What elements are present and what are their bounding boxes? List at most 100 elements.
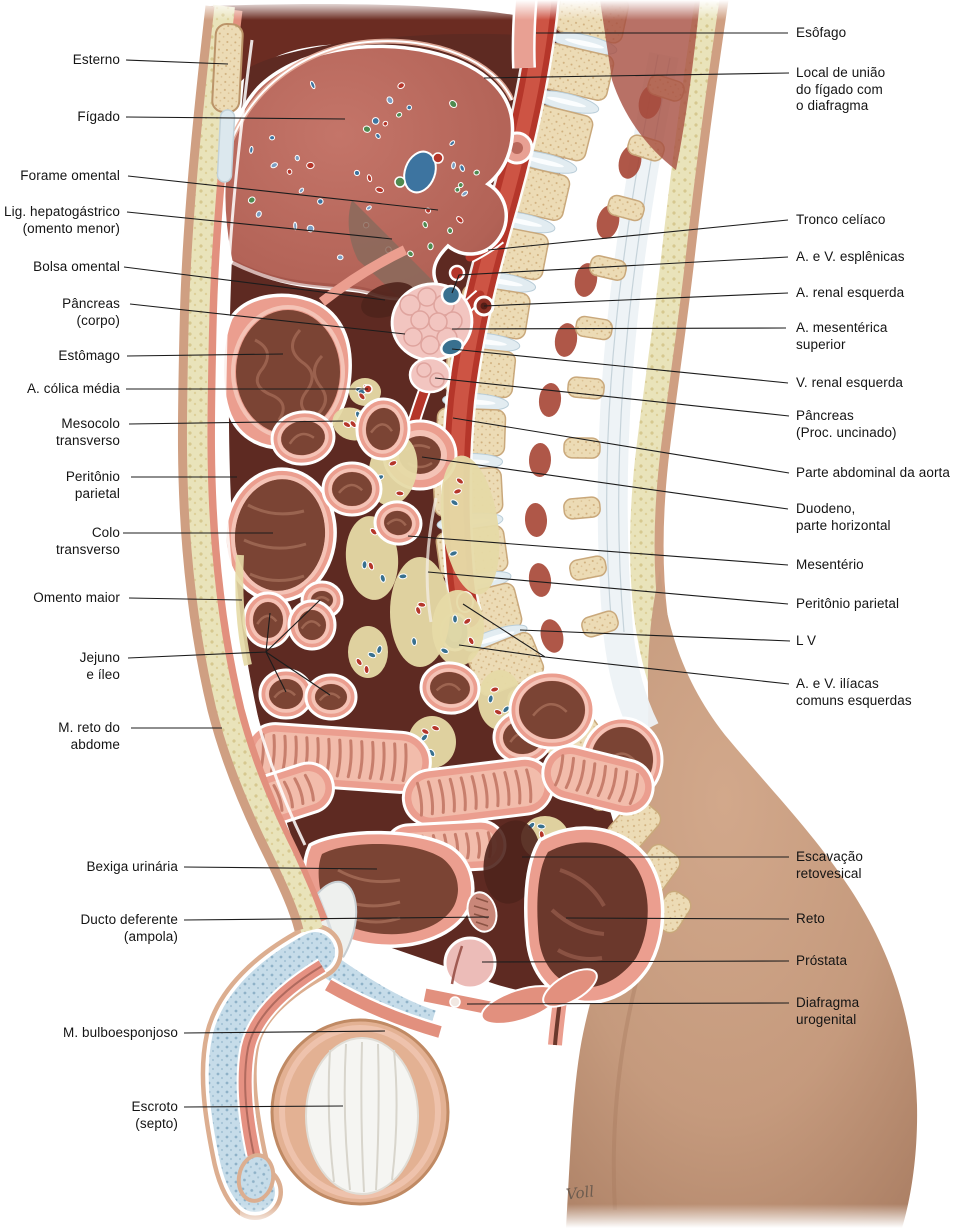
liver-vessel-dot <box>449 100 458 109</box>
label-right-3: A. e V. esplênicas <box>796 249 905 264</box>
ductus-deferens-ampulla <box>466 891 498 933</box>
label-right-2: Tronco celíaco <box>796 212 886 227</box>
label-right-5: A. mesentérica superior <box>796 320 888 352</box>
mesenteric-vessel <box>536 823 546 830</box>
liver-vessel-dot <box>396 111 403 118</box>
label-right-6: V. renal esquerda <box>796 375 904 390</box>
label-left-11: Omento maior <box>33 590 120 605</box>
mesenteric-vessel <box>361 560 368 570</box>
liver-vessel-dot <box>309 80 316 90</box>
liver-vessel-dot <box>422 221 428 229</box>
mesenteric-vessel <box>490 686 500 693</box>
liver-vessel-dot <box>353 169 361 177</box>
bowel-loop-longitudinal <box>541 744 655 816</box>
disc-highlight <box>564 38 605 49</box>
liver-vessel-dot <box>270 162 278 169</box>
diaphragm-line <box>219 40 513 181</box>
mesenteric-vessel <box>367 651 377 659</box>
label-left-8: Mesocolo transverso <box>55 416 120 448</box>
mesenteric-vessel <box>367 561 375 571</box>
liver-vessel-dot <box>427 242 434 251</box>
spinous-process <box>607 194 645 222</box>
mesenteric-vessel <box>431 725 440 732</box>
mesenteric-vessel <box>487 694 494 704</box>
transverse-colon <box>223 467 337 603</box>
liver-vessel-dot <box>249 145 254 154</box>
liver-vessel-dot <box>407 250 414 258</box>
mesenteric-vessel <box>493 709 503 716</box>
label-right-13: A. e V. ilíacas comuns esquerdas <box>796 676 912 708</box>
label-left-10: Colo transverso <box>55 525 120 557</box>
bowel-loop-longitudinal <box>401 756 555 828</box>
liver-vessel-dot <box>294 154 300 162</box>
liver-vessel-dot <box>451 161 456 170</box>
liver-vessel-dot <box>397 82 405 90</box>
bottom-fade <box>240 1204 953 1228</box>
urethra <box>244 965 323 1156</box>
disc-highlight <box>547 96 586 108</box>
label-right-7: Pâncreas (Proc. uncinado) <box>796 408 897 440</box>
esophagus-lumen <box>511 142 523 154</box>
mesenteric-vessel <box>398 573 408 580</box>
prostate <box>443 936 497 990</box>
external-genitals <box>200 924 450 1220</box>
membranous-urethra <box>449 996 461 1008</box>
stomach-lumen <box>236 310 340 434</box>
mesenteric-vessel <box>358 392 366 401</box>
mesenteric-vessel <box>452 614 458 624</box>
ampulla-ridges <box>473 897 489 927</box>
label-left-15: Ducto deferente (ampola) <box>80 912 178 944</box>
back-muscles <box>600 0 700 170</box>
colon-lumen <box>234 479 326 591</box>
label-left-9: Peritônio parietal <box>65 469 120 501</box>
illustrator-signature: Voll <box>565 1182 596 1204</box>
mesenteric-vessel <box>421 728 430 735</box>
bowel-loop <box>270 410 336 466</box>
mesenteric-vessel <box>417 601 427 608</box>
bowel-loop <box>508 670 596 750</box>
glans-penis <box>236 1153 276 1203</box>
septum-fibers <box>327 1041 398 1193</box>
label-right-10: Mesentério <box>796 557 864 572</box>
mesenteric-vessel <box>363 665 370 675</box>
label-left-7: A. cólica média <box>26 381 120 396</box>
bowel-loop <box>373 500 423 546</box>
label-left-16: M. bulboesponjoso <box>62 1025 178 1040</box>
intervertebral-foramen <box>524 503 548 537</box>
label-right-8: Parte abdominal da aorta <box>796 465 950 480</box>
label-left-3: Lig. hepatogástrico (omento menor) <box>4 204 120 236</box>
label-left-13: M. reto do abdome <box>58 720 120 752</box>
bulbospongiosus <box>325 979 442 1038</box>
liver-vessel-dot <box>362 125 372 133</box>
intervertebral-foramen <box>554 323 578 357</box>
label-right-11: Peritônio parietal <box>796 596 900 611</box>
mesenteric-vessel <box>355 657 363 667</box>
dartos-layer <box>279 1025 441 1199</box>
label-right-12: L V <box>796 633 817 648</box>
liver-vessel-dot <box>447 227 454 235</box>
mesenteric-vessel <box>379 573 386 583</box>
liver-vessel-dot <box>457 182 464 189</box>
label-left-2: Forame omental <box>20 168 120 183</box>
top-fade <box>170 0 790 20</box>
mesenteric-vessel <box>395 490 405 497</box>
liver-vessel-dot <box>461 190 469 197</box>
mesenteric-vessel <box>440 647 449 655</box>
liver-vessel-dot <box>456 216 464 224</box>
liver-vessel-dot <box>386 96 394 105</box>
liver-vessel-dot <box>449 140 456 147</box>
uncinate-lobule <box>416 362 432 378</box>
liver-vessel-dot <box>269 135 276 141</box>
label-left-12: Jejuno e íleo <box>79 650 120 682</box>
bowel-loop <box>355 397 411 461</box>
liver-vessel-dot <box>375 132 381 139</box>
liver-vessel-dot <box>459 164 465 172</box>
label-right-16: Próstata <box>796 953 848 968</box>
rectum-lumen <box>537 842 648 988</box>
label-right-0: Esôfago <box>796 25 847 40</box>
label-left-4: Bolsa omental <box>33 259 120 274</box>
label-right-15: Reto <box>796 911 825 926</box>
hepatic-artery-section <box>432 152 444 164</box>
